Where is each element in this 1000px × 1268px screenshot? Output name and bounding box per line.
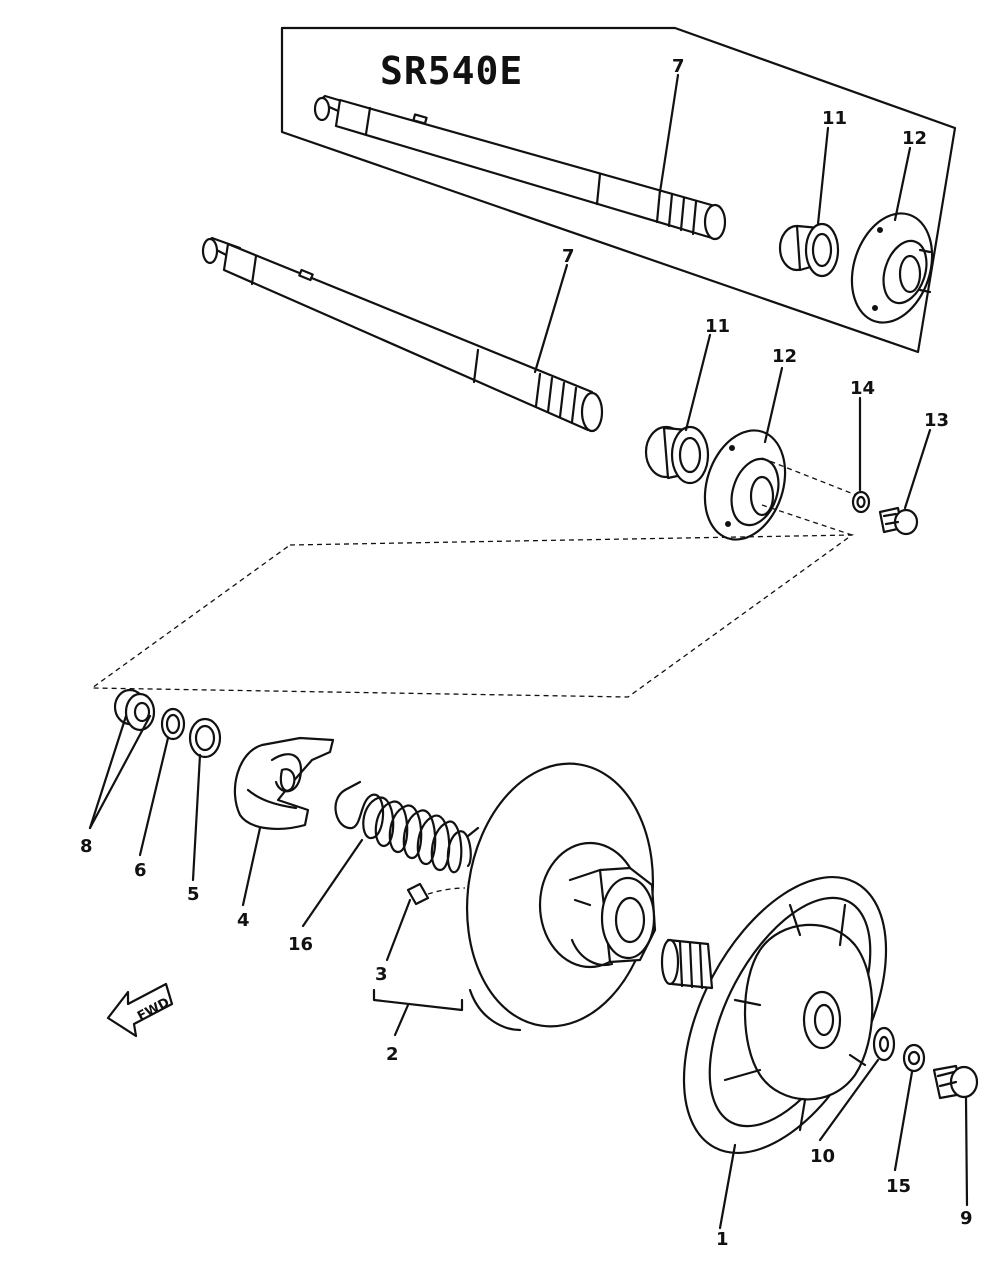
label-14: 14 — [850, 378, 875, 399]
label-12-inset: 12 — [902, 128, 927, 149]
label-4: 4 — [237, 910, 250, 931]
inset-flange — [850, 212, 934, 324]
sheave-1 — [660, 875, 888, 1155]
washer-15 — [902, 1043, 926, 1073]
bolt-9 — [932, 1064, 979, 1100]
washer-6 — [160, 707, 186, 741]
nut-14 — [851, 490, 871, 514]
washer-10 — [872, 1026, 896, 1062]
spring-16 — [334, 780, 480, 874]
main-bearing — [644, 425, 710, 485]
label-7-inset: 7 — [672, 56, 685, 77]
label-6: 6 — [134, 860, 147, 881]
label-8: 8 — [80, 836, 93, 857]
label-16: 16 — [288, 934, 313, 955]
nut-8 — [113, 688, 156, 732]
forward-arrow: FWD — [106, 982, 174, 1038]
leader-lines — [88, 73, 969, 1230]
sheave-2 — [465, 762, 657, 1032]
label-9: 9 — [960, 1208, 973, 1229]
label-15: 15 — [886, 1176, 911, 1197]
model-label: SR540E — [380, 49, 523, 93]
main-shaft — [201, 236, 604, 433]
label-5: 5 — [187, 884, 200, 905]
hook-3 — [406, 882, 466, 906]
washer-5 — [188, 717, 222, 759]
part-labels: 7 11 12 7 11 12 14 13 8 6 5 4 16 3 2 10 … — [80, 56, 973, 1250]
label-7-main: 7 — [562, 246, 575, 267]
label-11-main: 11 — [705, 316, 730, 337]
label-10: 10 — [810, 1146, 835, 1167]
inset-bearing — [778, 222, 840, 278]
label-13: 13 — [924, 410, 949, 431]
label-1: 1 — [716, 1229, 729, 1250]
cam-4 — [233, 736, 335, 830]
label-11-inset: 11 — [822, 108, 847, 129]
label-12-main: 12 — [772, 346, 797, 367]
inset-shaft — [313, 94, 727, 241]
bolt-13 — [878, 506, 919, 536]
main-flange — [703, 429, 787, 541]
label-2: 2 — [386, 1044, 399, 1065]
inset-panel: SR540E — [280, 26, 957, 354]
label-3: 3 — [375, 964, 388, 985]
